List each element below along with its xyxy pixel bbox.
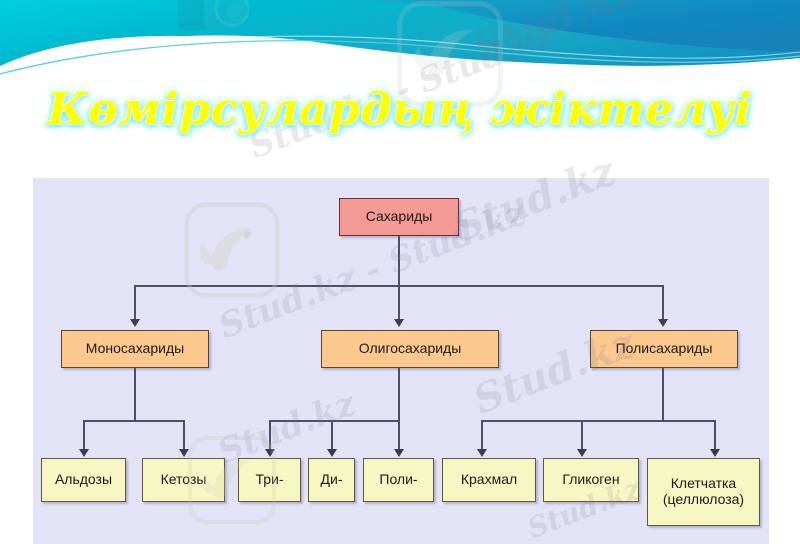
node-label: Альдозы — [54, 471, 113, 488]
node-krakhmal[interactable]: Крахмал — [442, 458, 536, 502]
node-kletchatka[interactable]: Клетчатка (целлюлоза) — [647, 458, 760, 526]
node-label: Гликоген — [562, 471, 620, 488]
node-monosakharidy[interactable]: Моносахариды — [61, 330, 209, 368]
connector-mono-stem — [134, 368, 136, 420]
arrow-poli — [394, 449, 404, 457]
connector-drop-ketozy — [183, 420, 185, 450]
connector-oligo-bus — [269, 420, 400, 422]
connector-drop-krakhmal — [481, 420, 483, 450]
arrow-glikogen — [577, 449, 587, 457]
connector-root-stem — [398, 236, 400, 285]
classification-diagram: Сахариды Моносахариды Олигосахариды Поли… — [33, 178, 769, 544]
node-label: Клетчатка (целлюлоза) — [662, 475, 745, 507]
node-label: Крахмал — [460, 471, 518, 488]
node-label: Ди- — [320, 471, 343, 488]
arrow-kletchatka — [710, 449, 720, 457]
connector-drop-tri — [269, 420, 271, 450]
arrow-monosakharidy — [130, 319, 140, 327]
node-poli[interactable]: Поли- — [363, 458, 434, 502]
node-sakharidy[interactable]: Сахариды — [339, 198, 459, 236]
node-polisakharidy[interactable]: Полисахариды — [590, 330, 738, 368]
node-label: Кетозы — [160, 471, 207, 488]
node-label: Моносахариды — [85, 340, 185, 357]
connector-drop-monosakharidy — [134, 285, 136, 320]
connector-drop-polisakharidy — [662, 285, 664, 320]
node-tri[interactable]: Три- — [238, 458, 301, 502]
connector-drop-aldozy — [83, 420, 85, 450]
connector-mono-bus — [83, 420, 185, 422]
connector-drop-kletchatka — [714, 420, 716, 450]
node-label: Олигосахариды — [358, 340, 462, 357]
page-title: Көмірсулардың жіктелуі — [47, 84, 753, 135]
arrow-polisakharidy — [658, 319, 668, 327]
connector-poly-stem — [662, 368, 664, 420]
header-banner — [0, 0, 800, 100]
node-label: Три- — [255, 471, 284, 488]
node-di[interactable]: Ди- — [308, 458, 355, 502]
node-label: Сахариды — [365, 208, 433, 225]
connector-poly-bus — [481, 420, 714, 422]
arrow-krakhmal — [477, 449, 487, 457]
node-glikogen[interactable]: Гликоген — [543, 458, 639, 502]
node-label: Полисахариды — [615, 340, 713, 357]
node-label: Поли- — [379, 471, 418, 488]
arrow-di — [327, 449, 337, 457]
arrow-aldozy — [79, 449, 89, 457]
banner-motif-icon — [178, 0, 250, 30]
arrow-oligosakharidy — [394, 319, 404, 327]
banner-artwork — [0, 0, 800, 100]
node-aldozy[interactable]: Альдозы — [41, 458, 126, 502]
arrow-ketozy — [179, 449, 189, 457]
connector-drop-poli — [398, 420, 400, 450]
connector-drop-glikogen — [581, 420, 583, 450]
connector-drop-oligosakharidy — [398, 285, 400, 320]
node-ketozy[interactable]: Кетозы — [142, 458, 225, 502]
connector-drop-di — [331, 420, 333, 450]
connector-oligo-stem — [398, 368, 400, 420]
arrow-tri — [265, 449, 275, 457]
node-oligosakharidy[interactable]: Олигосахариды — [321, 330, 499, 368]
